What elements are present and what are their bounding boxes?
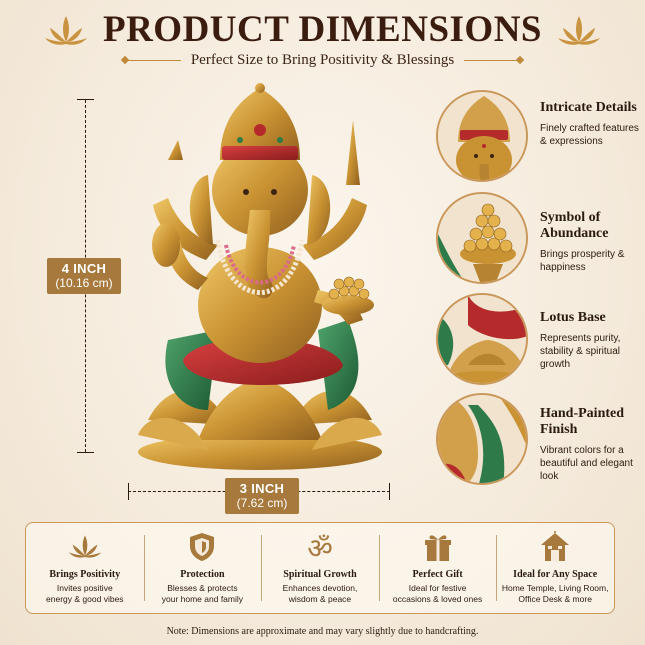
benefit-desc: Invites positive energy & good vibes (46, 583, 124, 604)
benefit-desc: Enhances devotion, wisdom & peace (282, 583, 358, 604)
feature-abundance: Symbol of Abundance Brings prosperity & … (540, 210, 640, 274)
feature-title: Intricate Details (540, 100, 637, 115)
page-subtitle: Perfect Size to Bring Positivity & Bless… (190, 51, 455, 68)
feature-desc: Represents purity, stability & spiritual… (540, 333, 621, 370)
feature-title: Symbol of Abundance (540, 210, 609, 241)
height-cap-top (77, 99, 94, 100)
benefit-title: Ideal for Any Space (513, 569, 598, 580)
benefit-title: Spiritual Growth (283, 569, 357, 580)
feature-image-details (436, 90, 528, 182)
height-label-box: 4 INCH (10.16 cm) (47, 258, 121, 294)
width-cap-right (389, 483, 390, 500)
width-label-box: 3 INCH (7.62 cm) (225, 478, 299, 514)
benefit-title: Perfect Gift (412, 569, 463, 580)
benefit-title: Protection (180, 569, 225, 580)
feature-title: Hand-Painted Finish (540, 406, 625, 437)
feature-desc: Vibrant colors for a beautiful and elega… (540, 445, 633, 482)
benefit-any-space: Ideal for Any Space Home Temple, Living … (496, 523, 614, 613)
lotus-icon (558, 16, 600, 45)
benefit-positivity: Brings Positivity Invites positive energ… (26, 523, 144, 613)
feature-details: Intricate Details Finely crafted feature… (540, 100, 640, 148)
height-metric: (10.16 cm) (55, 276, 113, 290)
feature-image-lotus-base (436, 293, 528, 385)
lotus-icon (45, 16, 87, 45)
divider (464, 59, 521, 61)
benefit-desc: Blesses & protects your home and family (161, 583, 244, 604)
benefit-title: Brings Positivity (49, 569, 121, 580)
gift-icon (424, 535, 451, 561)
lotus-icon (68, 535, 102, 558)
benefit-protection: Protection Blesses & protects your home … (143, 523, 262, 613)
feature-lotus-base: Lotus Base Represents purity, stability … (540, 310, 640, 371)
width-metric: (7.62 cm) (236, 496, 288, 510)
feature-image-hand-painted (436, 393, 528, 485)
feature-desc: Finely crafted features & expressions (540, 123, 639, 147)
benefits-panel: Brings Positivity Invites positive energ… (25, 522, 615, 614)
feature-image-abundance (436, 192, 528, 284)
benefit-desc: Ideal for festive occasions & loved ones (392, 583, 483, 604)
height-label: 4 INCH (61, 261, 107, 276)
subtitle-row: Perfect Size to Bring Positivity & Bless… (0, 50, 645, 70)
benefit-perfect-gift: Perfect Gift Ideal for festive occasions… (378, 523, 497, 613)
feature-desc: Brings prosperity & happiness (540, 249, 625, 273)
divider (124, 59, 181, 61)
feature-title: Lotus Base (540, 310, 606, 325)
om-icon: ॐ (307, 532, 333, 563)
height-cap-bottom (77, 452, 94, 453)
shield-icon (190, 533, 215, 561)
disclaimer-note: Note: Dimensions are approximate and may… (166, 626, 479, 637)
home-temple-icon (541, 531, 570, 561)
width-label: 3 INCH (239, 481, 285, 496)
benefit-spiritual-growth: ॐ Spiritual Growth Enhances devotion, wi… (261, 523, 379, 613)
feature-hand-painted: Hand-Painted Finish Vibrant colors for a… (540, 406, 640, 483)
benefit-desc: Home Temple, Living Room, Office Desk & … (501, 583, 609, 604)
ganesha-statue-image (138, 83, 382, 470)
svg-text:ॐ: ॐ (307, 532, 333, 563)
page-title: PRODUCT DIMENSIONS (102, 9, 543, 50)
width-cap-left (128, 483, 129, 500)
